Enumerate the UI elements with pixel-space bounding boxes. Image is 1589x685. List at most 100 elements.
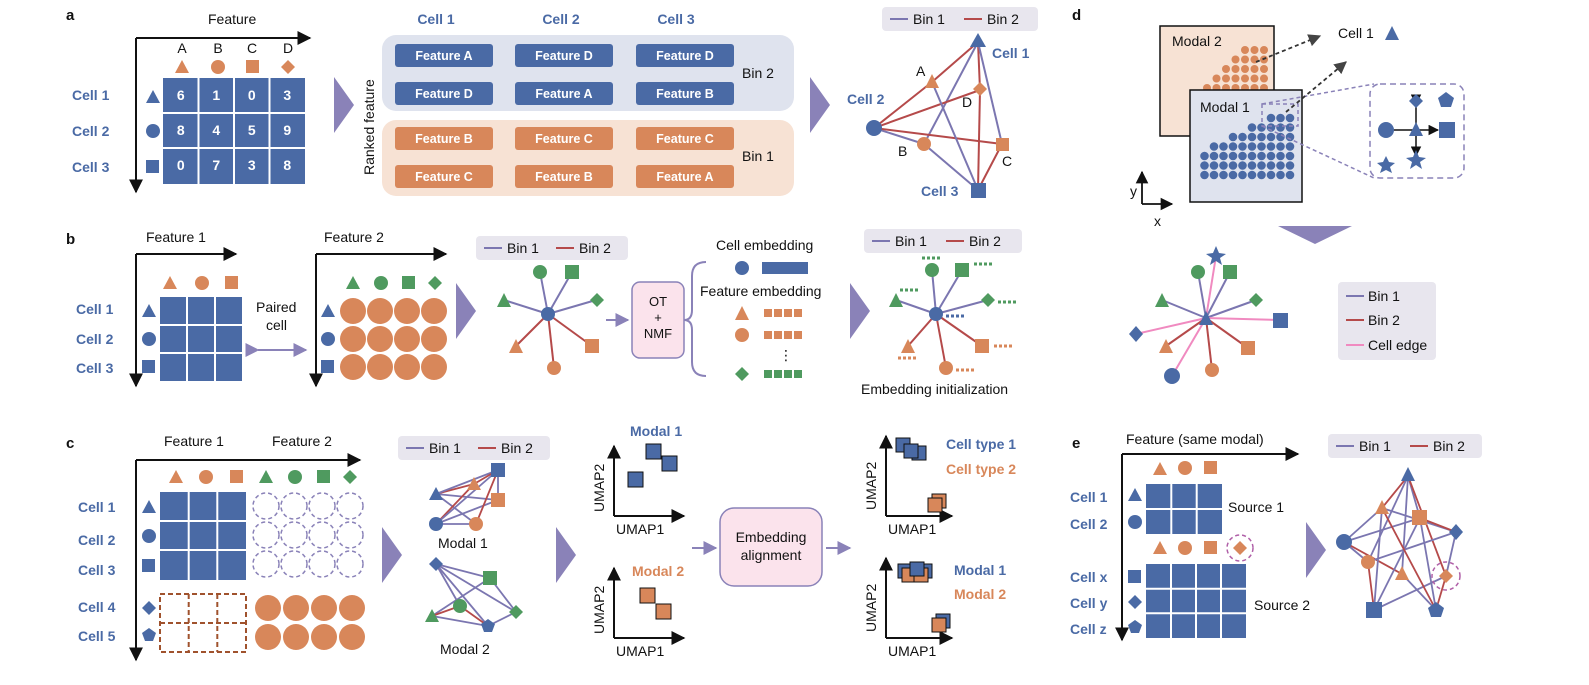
matrix-circle bbox=[394, 298, 420, 324]
pointer-arrow bbox=[1285, 61, 1347, 113]
legend-box bbox=[1328, 434, 1482, 458]
graph-b-label: B bbox=[898, 143, 907, 159]
spot bbox=[1200, 170, 1209, 180]
panel-label-d: d bbox=[1072, 7, 1081, 24]
missing-circle bbox=[280, 521, 308, 549]
spot bbox=[1250, 65, 1259, 73]
matrix-circle bbox=[340, 298, 366, 324]
cell-label: Cell 2 bbox=[72, 123, 110, 139]
matrix-cell: 3 bbox=[283, 87, 291, 103]
ranked-feature-box bbox=[636, 127, 734, 150]
matrix-cell: 0 bbox=[177, 157, 185, 173]
feature2-label: Feature 2 bbox=[324, 229, 384, 245]
ranked-feature-text: Feature C bbox=[415, 170, 473, 184]
legend-bin2: Bin 2 bbox=[987, 11, 1019, 27]
spot bbox=[1266, 113, 1276, 123]
spot bbox=[1285, 170, 1295, 180]
missing-circle bbox=[336, 492, 364, 520]
cell-type1-label: Cell type 1 bbox=[946, 436, 1016, 452]
ranked-feature-text: Feature B bbox=[656, 87, 714, 101]
step-arrow bbox=[456, 283, 476, 339]
graph-c-label: C bbox=[1002, 153, 1012, 169]
missing-circle bbox=[308, 550, 336, 578]
ranked-feature-text: Feature A bbox=[535, 87, 592, 101]
spot bbox=[1228, 161, 1238, 170]
matrix-circle bbox=[367, 326, 393, 352]
spot bbox=[1257, 161, 1266, 170]
square-icon bbox=[146, 160, 159, 173]
spot bbox=[1231, 55, 1240, 64]
matrix-cell: 4 bbox=[212, 122, 220, 138]
legend-box bbox=[864, 229, 1022, 253]
matrix-cell: 6 bbox=[177, 87, 185, 103]
matrix-circle bbox=[311, 595, 337, 621]
cell-embedding-circle bbox=[735, 261, 749, 275]
matrix-circle bbox=[367, 354, 393, 380]
matrix-circle bbox=[421, 298, 447, 324]
ranked-feature-box bbox=[395, 127, 493, 150]
matrix-cell: 8 bbox=[283, 157, 291, 173]
missing-circle bbox=[308, 521, 336, 549]
spot bbox=[1285, 161, 1295, 170]
cell-shape-icons bbox=[321, 304, 335, 373]
ranked-feature-box bbox=[636, 82, 734, 105]
legend-box bbox=[1338, 282, 1436, 360]
spot bbox=[1247, 170, 1257, 180]
legend-bin1: Bin 1 bbox=[507, 240, 539, 256]
spot bbox=[1266, 161, 1276, 170]
modal1-matrix bbox=[160, 492, 246, 580]
legend-bin2: Bin 2 bbox=[1433, 438, 1465, 454]
feature-embedding-bars-green bbox=[764, 370, 802, 378]
feature-letter: A bbox=[177, 40, 187, 56]
out-modal1-label: Modal 1 bbox=[954, 562, 1006, 578]
embedding-alignment-line2: alignment bbox=[741, 547, 802, 563]
cell-type1-points bbox=[895, 437, 927, 461]
legend-bin2: Bin 2 bbox=[579, 240, 611, 256]
feature2-matrix bbox=[340, 298, 447, 380]
spot bbox=[1285, 132, 1295, 142]
missing-circle bbox=[280, 550, 308, 578]
plus-label: + bbox=[654, 310, 662, 325]
cell-type2-points bbox=[927, 493, 947, 513]
spot bbox=[1276, 151, 1285, 161]
missing-modal2-circles bbox=[252, 492, 364, 578]
ranked-feature-text: Feature D bbox=[656, 49, 714, 63]
panel-label-c: c bbox=[66, 435, 74, 452]
feature-axis-label: Feature bbox=[208, 11, 256, 27]
initialized-graph bbox=[889, 256, 1018, 375]
ranked-feature-text: Feature B bbox=[415, 132, 473, 146]
panel-label-a: a bbox=[66, 7, 75, 24]
missing-circle bbox=[280, 492, 308, 520]
out-modal2-label: Modal 2 bbox=[954, 586, 1006, 602]
legend-bin2: Bin 2 bbox=[1368, 312, 1400, 328]
spot bbox=[1241, 74, 1249, 83]
cell1-node bbox=[970, 33, 986, 47]
ranked-feature-label: Ranked feature bbox=[361, 79, 377, 175]
missing-circle bbox=[252, 492, 280, 520]
bin2-label: Bin 2 bbox=[742, 65, 774, 81]
missing-circle bbox=[308, 492, 336, 520]
matrix-circle bbox=[340, 326, 366, 352]
cell-label: Cell 5 bbox=[78, 628, 116, 644]
legend-box bbox=[398, 436, 550, 460]
ranked-feature-box bbox=[395, 82, 493, 105]
circle-icon bbox=[211, 60, 225, 74]
matrix-cell: 9 bbox=[283, 122, 291, 138]
source1-label: Source 1 bbox=[1228, 499, 1284, 515]
feature-axis-label: Feature (same modal) bbox=[1126, 431, 1264, 447]
spot bbox=[1257, 142, 1266, 151]
ranked-feature-text: Feature A bbox=[656, 170, 713, 184]
ranked-feature-box bbox=[636, 165, 734, 188]
step-arrow bbox=[556, 527, 576, 583]
diamond-icon bbox=[281, 60, 295, 74]
spot bbox=[1241, 55, 1249, 64]
cell-shape-icons bbox=[142, 500, 156, 641]
spatial-graph bbox=[1129, 246, 1288, 384]
legend-bin1: Bin 1 bbox=[895, 233, 927, 249]
cell-label: Cell z bbox=[1070, 621, 1107, 637]
legend-bin1: Bin 1 bbox=[429, 440, 461, 456]
